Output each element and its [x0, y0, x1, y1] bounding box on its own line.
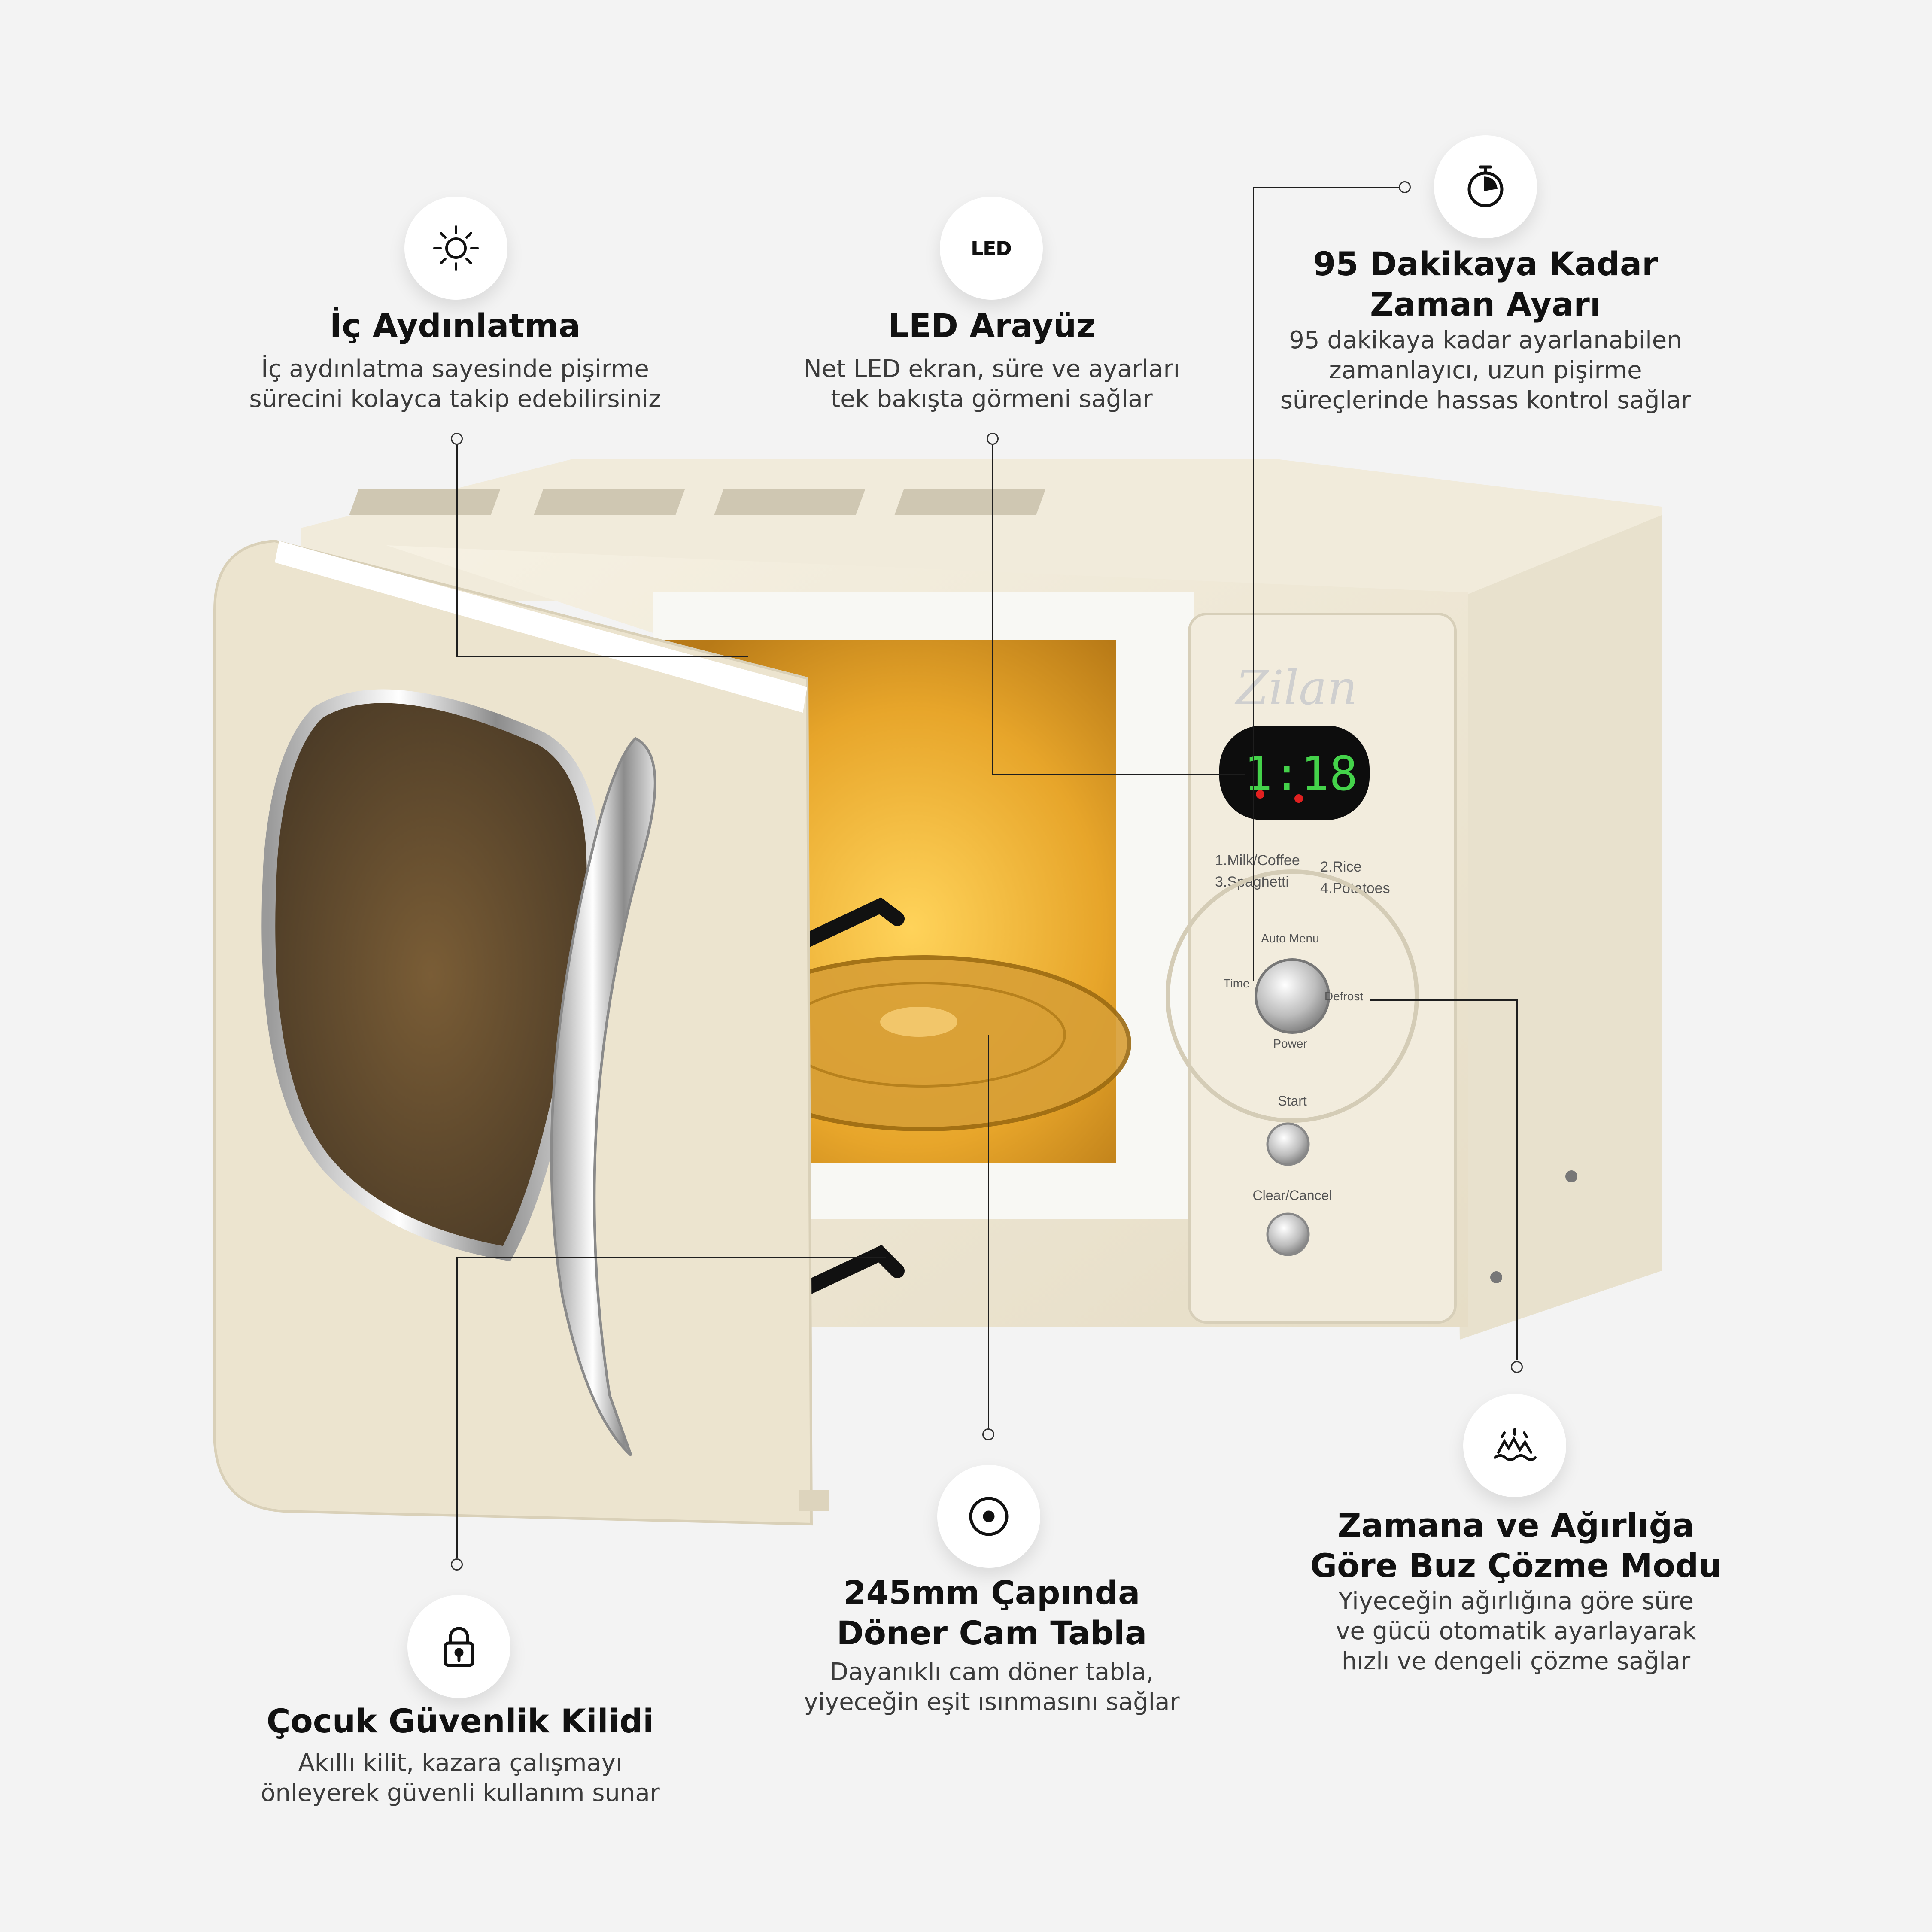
callout-line-plate-v: [988, 1035, 989, 1428]
knob-label-bottom: Power: [1273, 1037, 1307, 1050]
led-title: LED Arayüz: [888, 307, 1096, 345]
stopwatch-icon: [1467, 165, 1504, 207]
defrost-description: Yiyeceğin ağırlığına göre süre ve gücü o…: [1336, 1587, 1696, 1675]
door-handle[interactable]: [550, 737, 656, 1457]
callout-dot-light: [451, 433, 463, 445]
callout-line-lock-v: [456, 1257, 458, 1558]
microwave-right-side: [1451, 515, 1662, 1340]
callout-line-defrost-v: [1516, 999, 1518, 1360]
clear-label: Clear/Cancel: [1253, 1188, 1332, 1203]
callout-dot-timer: [1399, 181, 1411, 193]
lock-icon: [444, 1627, 474, 1667]
menu-item-2: 2.Rice: [1320, 859, 1361, 875]
plate-title: 245mm Çapında Döner Cam Tabla: [836, 1574, 1147, 1652]
led-description: Net LED ekran, süre ve ayarları tek bakı…: [803, 355, 1180, 413]
callout-line-led-v: [992, 442, 993, 775]
sun-icon: [433, 225, 479, 271]
brand-logo: Zilan: [1234, 660, 1357, 715]
knob-label-left: Time: [1223, 977, 1249, 990]
callout-line-timer-v: [1253, 187, 1254, 981]
defrost-title: Zamana ve Ağırlığa Göre Buz Çözme Modu: [1310, 1506, 1722, 1585]
lock-icon-badge: [407, 1595, 510, 1698]
callout-dot-lock: [451, 1558, 463, 1571]
callout-dot-defrost: [1511, 1361, 1523, 1373]
callout-line-lock-h: [456, 1257, 886, 1258]
led-icon: LED: [971, 238, 1012, 260]
door-hinge-bottom: [800, 1245, 905, 1295]
door-window: [261, 689, 601, 1261]
callout-dot-led: [987, 433, 999, 445]
callout-line-defrost-h: [1370, 999, 1518, 1001]
svg-text:LED: LED: [971, 238, 1012, 260]
start-label: Start: [1278, 1093, 1307, 1109]
clear-button[interactable]: [1266, 1212, 1310, 1256]
top-vents: [349, 489, 1046, 515]
callout-line-timer-h: [1253, 187, 1403, 188]
led-icon-badge: LED: [940, 197, 1043, 300]
light-icon-badge: [404, 197, 507, 300]
plate-icon-badge: [937, 1465, 1040, 1568]
turntable-icon: [969, 1497, 1009, 1536]
callout-line-light-v: [456, 442, 458, 657]
timer-title: 95 Dakikaya Kadar Zaman Ayarı: [1313, 245, 1658, 323]
timer-description: 95 dakikaya kadar ayarlanabilen zamanlay…: [1280, 326, 1691, 414]
knob-label-right: Defrost: [1324, 990, 1363, 1003]
lock-title: Çocuk Güvenlik Kilidi: [266, 1702, 654, 1740]
door-hinge-top: [800, 897, 905, 948]
light-description: İç aydınlatma sayesinde pişirme sürecini…: [249, 355, 661, 413]
callout-dot-plate: [982, 1428, 994, 1440]
timer-icon-badge: [1434, 135, 1537, 238]
lock-description: Akıllı kilit, kazara çalışmayı önleyerek…: [261, 1749, 660, 1807]
menu-item-1: 1.Milk/Coffee: [1215, 852, 1300, 869]
light-title: İç Aydınlatma: [329, 307, 581, 345]
defrost-icon-badge: [1463, 1394, 1566, 1497]
knob-label-top: Auto Menu: [1261, 932, 1319, 945]
callout-line-led-h: [992, 774, 1245, 775]
plate-description: Dayanıklı cam döner tabla, yiyeceğin eşi…: [804, 1658, 1180, 1716]
callout-line-light-h: [456, 656, 748, 657]
defrost-icon: [1494, 1428, 1537, 1461]
knob-ring: [1166, 869, 1419, 1123]
selector-knob[interactable]: [1255, 958, 1330, 1034]
start-button[interactable]: [1266, 1122, 1310, 1166]
